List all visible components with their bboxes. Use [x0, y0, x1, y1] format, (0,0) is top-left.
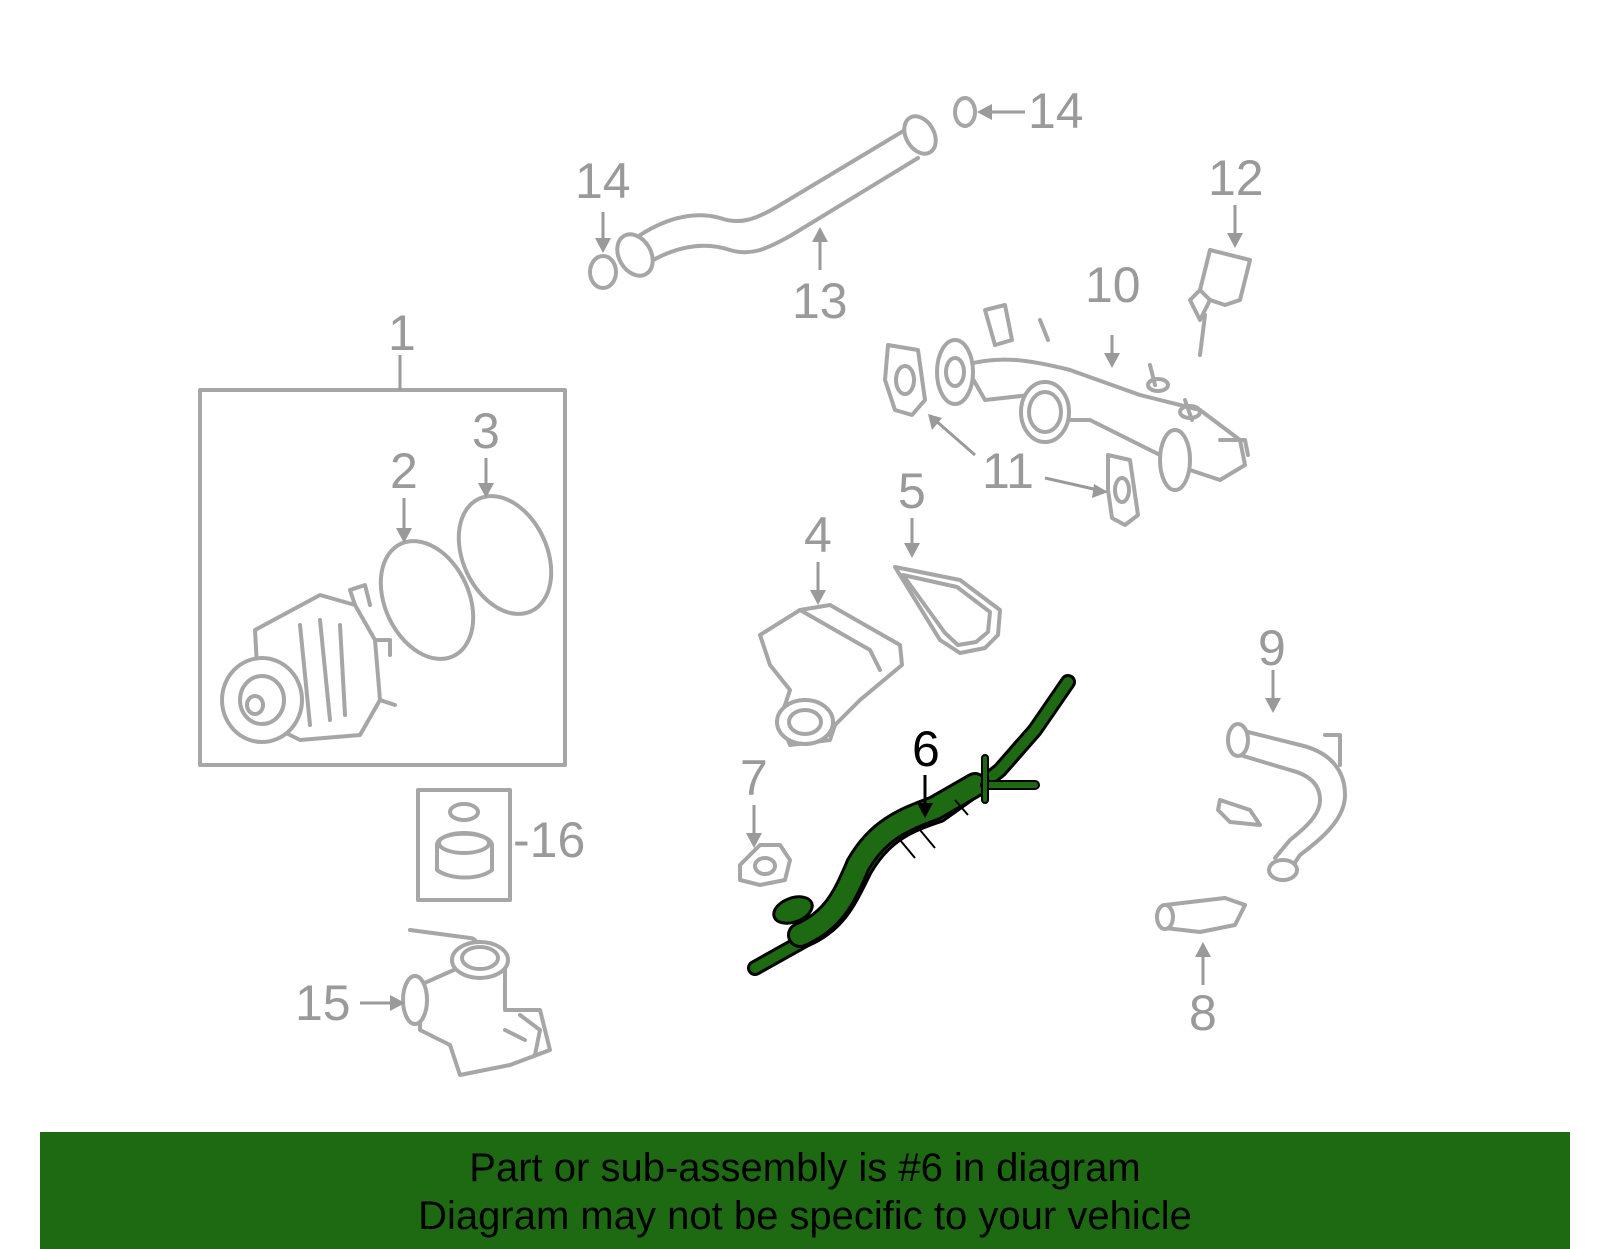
callout-3: 3: [472, 403, 500, 459]
callout-10: 10: [1085, 257, 1141, 313]
callout-6: 6: [912, 721, 940, 777]
part-13-coolant-pipe: [588, 96, 977, 290]
callout-11: 11: [982, 443, 1034, 499]
part-10-coolant-flange: [935, 303, 1250, 492]
part-5-gasket: [893, 565, 1002, 655]
callout-9: 9: [1258, 620, 1286, 676]
callout-8: 8: [1189, 985, 1217, 1041]
part-6-coolant-pipe-highlighted: [747, 674, 1076, 976]
part-15-thermostat-housing: [401, 928, 552, 1077]
part-12-sensor: [1188, 248, 1252, 357]
callout-15: 15: [295, 975, 351, 1031]
callout-2: 2: [390, 443, 418, 499]
callout-1: 1: [388, 305, 416, 361]
info-banner: Part or sub-assembly is #6 in diagram Di…: [40, 1132, 1570, 1249]
callout-12: 12: [1208, 150, 1264, 206]
part-7-gasket: [738, 843, 792, 887]
callout-14-right: 14: [1028, 83, 1084, 139]
callout-labels: 1 2 3 4 5 6 7 8 9 10 11 12 13 14 14 15 -…: [295, 83, 1286, 1041]
callout-5: 5: [898, 463, 926, 519]
part-4-thermostat-cover: [758, 603, 904, 747]
banner-line-1: Part or sub-assembly is #6 in diagram: [469, 1146, 1141, 1190]
callout-4: 4: [804, 507, 832, 563]
callout-16: -16: [513, 812, 585, 868]
callout-7: 7: [740, 750, 768, 806]
banner-line-2: Diagram may not be specific to your vehi…: [418, 1194, 1192, 1238]
part-11-gaskets: [883, 343, 1140, 527]
part-1-water-pump-kit: [198, 388, 567, 767]
callout-13: 13: [792, 273, 848, 329]
part-9-pipe: [1216, 722, 1347, 882]
callout-14-left: 14: [575, 153, 631, 209]
leader-lines: [360, 104, 1281, 1011]
part-16-cap-kit: [416, 788, 512, 902]
part-8-hose: [1155, 896, 1247, 934]
